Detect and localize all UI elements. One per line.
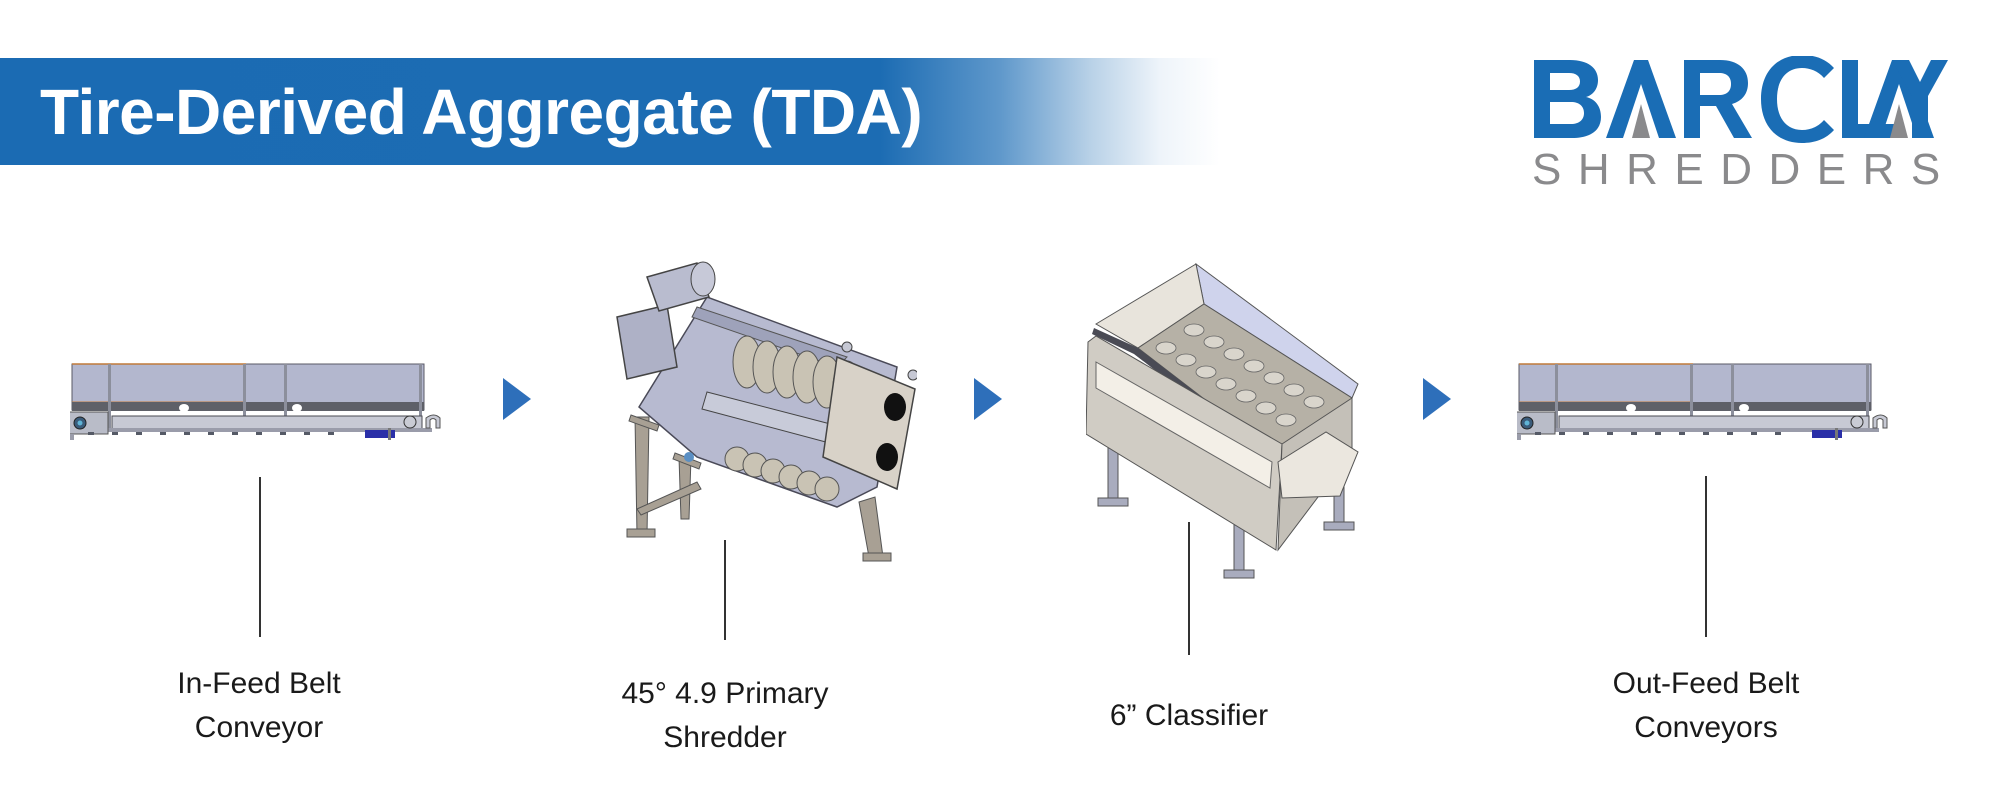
logo-subtitle: SHREDDERS [1532, 145, 1948, 190]
title-banner [0, 58, 1230, 165]
page-title: Tire-Derived Aggregate (TDA) [40, 76, 923, 148]
classifier-label: 6” Classifier [1109, 699, 1269, 732]
in-feed-label: In-Feed Belt Conveyor [177, 667, 341, 744]
out-feed-conveyor-illustration [1513, 362, 1901, 446]
belt-conveyor-icon [66, 363, 441, 440]
flow-arrow-icon [503, 378, 531, 420]
in-feed-conveyor-illustration [66, 362, 454, 446]
primary-shredder-illustration [597, 257, 919, 562]
shredder-leader-line [724, 540, 726, 640]
classifier-icon [1085, 262, 1359, 579]
in-feed-leader-line [259, 477, 261, 637]
belt-conveyor-icon [1513, 363, 1888, 440]
classifier-illustration [1085, 252, 1366, 580]
classifier-leader-line [1188, 522, 1190, 655]
barclay-shredders-logo: SHREDDERS [1528, 56, 1948, 190]
primary-shredder-icon [616, 261, 919, 562]
out-feed-label: Out-Feed Belt Conveyors [1612, 667, 1800, 744]
out-feed-leader-line [1705, 476, 1707, 637]
flow-arrow-icon [1423, 378, 1451, 420]
flow-arrow-icon [974, 378, 1002, 420]
shredder-label: 45° 4.9 Primary Shredder [621, 677, 829, 754]
